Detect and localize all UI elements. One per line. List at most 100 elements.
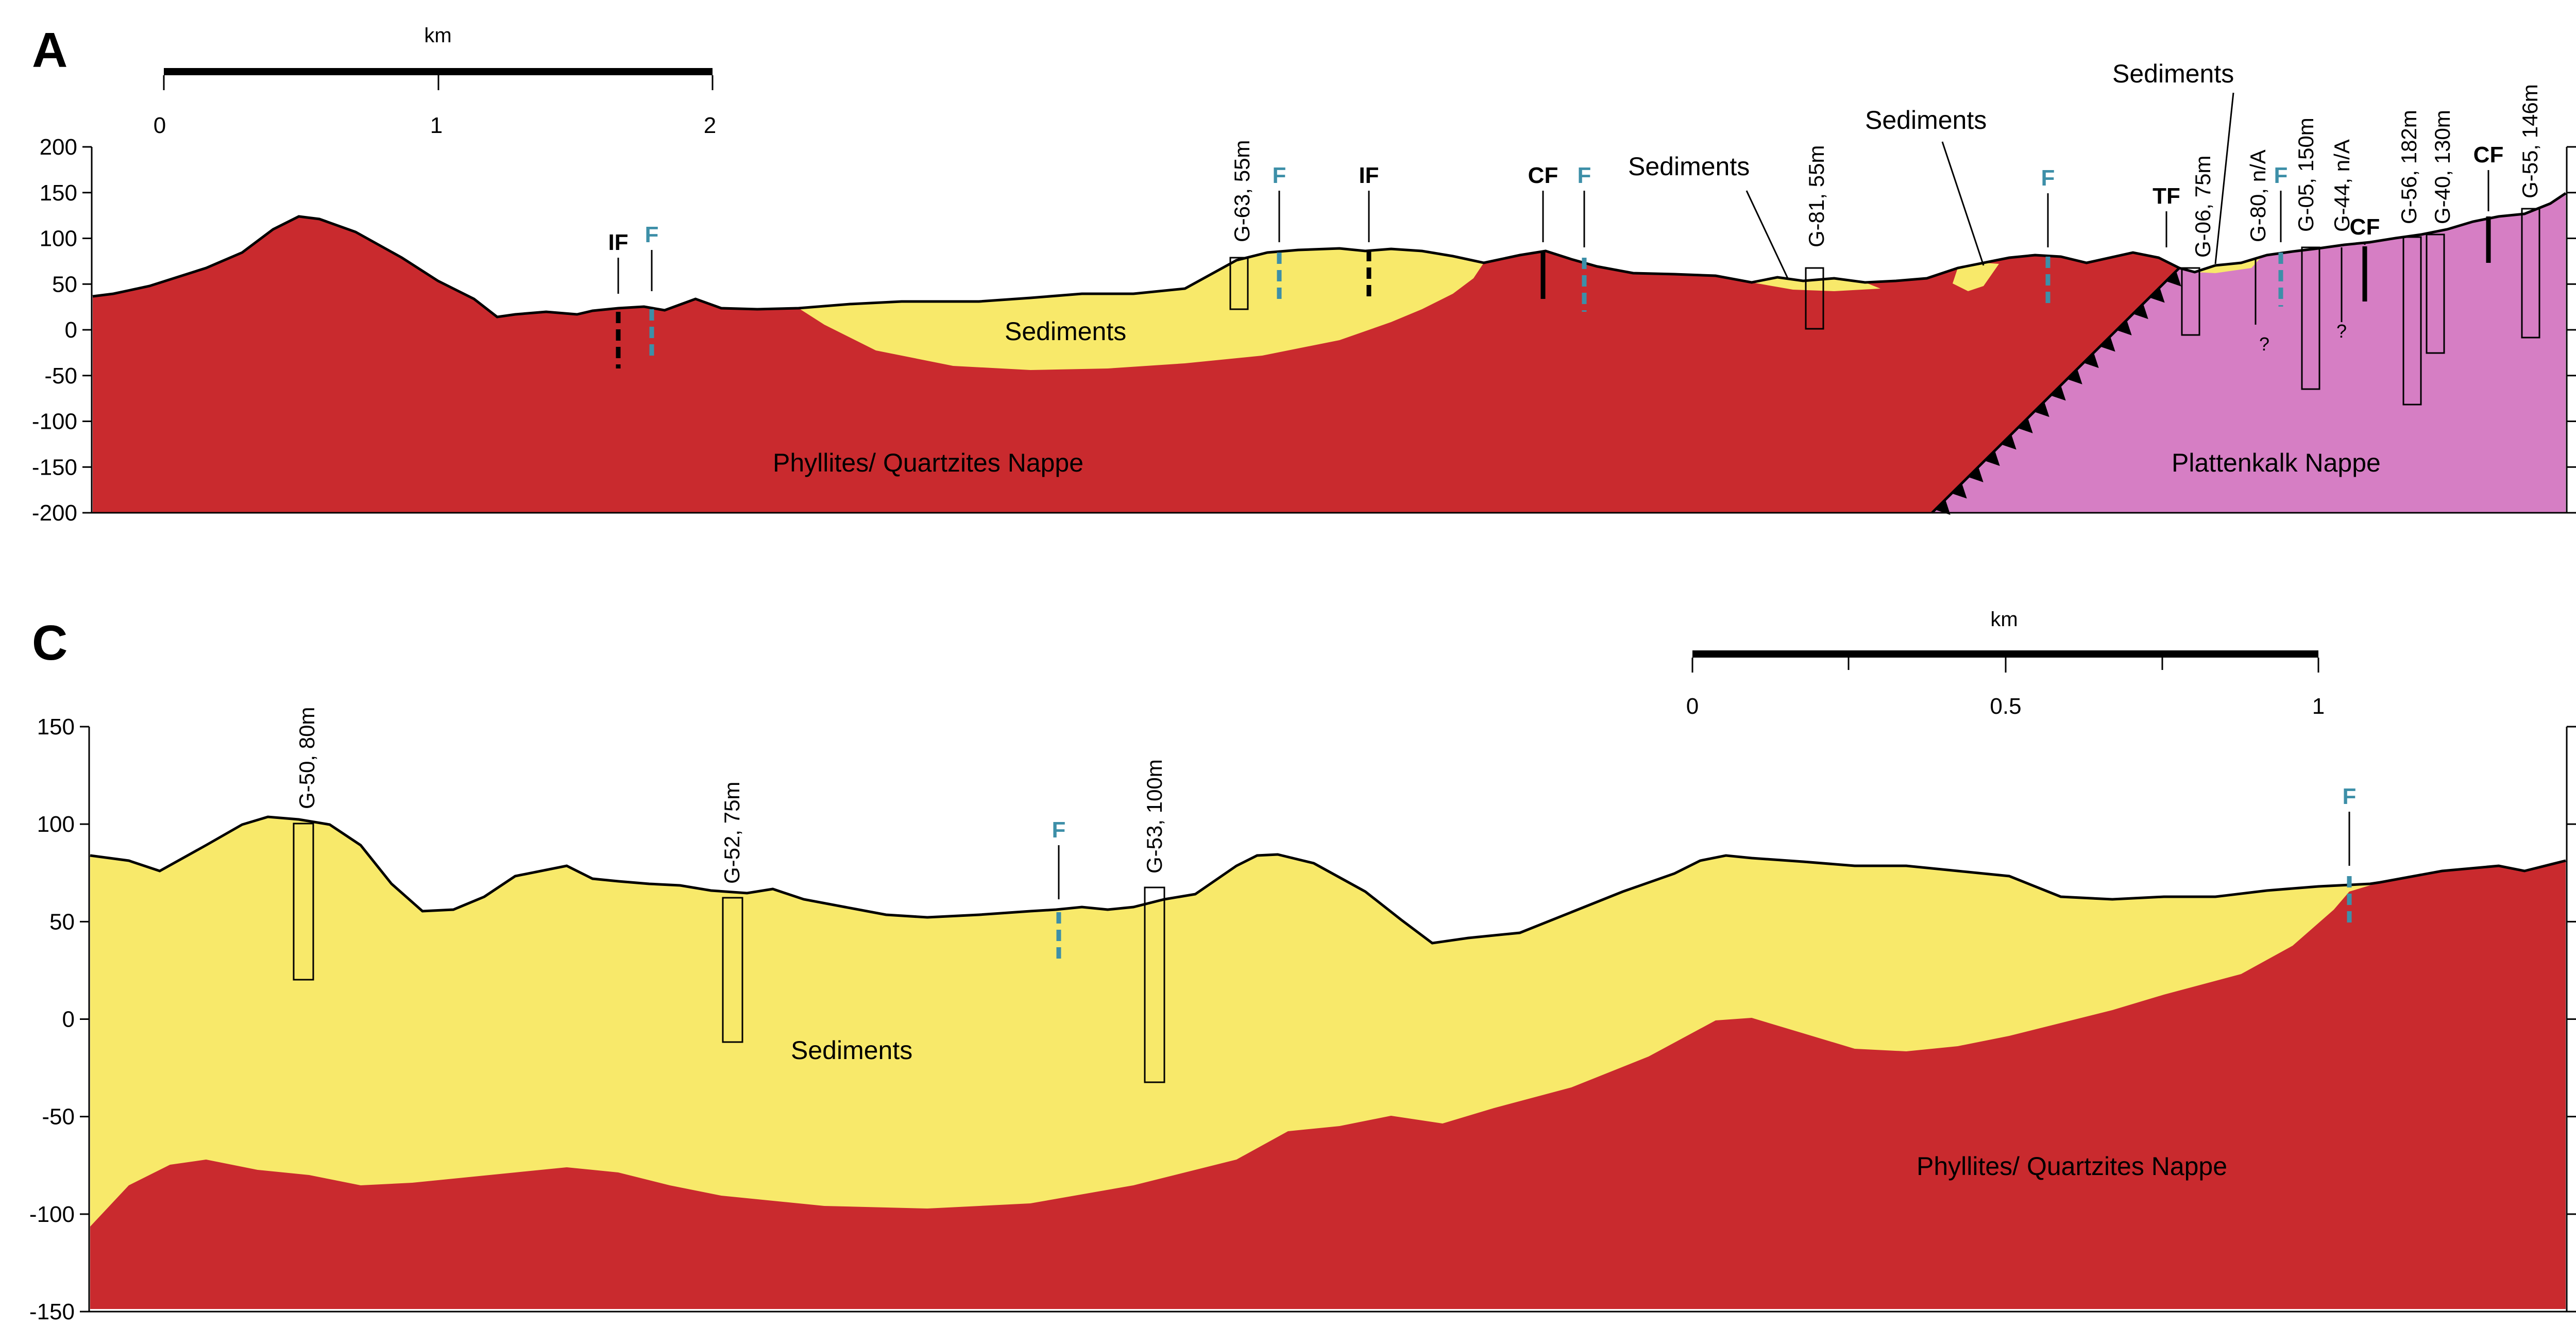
- ab-left-ticks-tick-label: -50: [44, 363, 77, 389]
- thrust-tooth: [1935, 499, 1951, 515]
- svg-text:G-05, 150m: G-05, 150m: [2294, 118, 2318, 232]
- svg-text:G-06, 75m: G-06, 75m: [2191, 156, 2215, 258]
- section-ab-label-sediments-top: Sediments: [2112, 59, 2234, 88]
- ab-left-ticks-tick-label: -200: [32, 500, 77, 526]
- section-ab-scale-tick-0: 0: [154, 113, 166, 138]
- thrust-tooth: [1952, 483, 1967, 499]
- svg-text:CF: CF: [2350, 214, 2380, 240]
- section-ab-question-mark-1: ?: [2259, 333, 2269, 355]
- section-ab-well-g55: G-55, 146m: [2518, 84, 2542, 339]
- section-cd-scale-tick-0: 0: [1686, 694, 1699, 719]
- svg-text:CF: CF: [2473, 142, 2504, 167]
- section-cd-fault-f2: F: [2343, 784, 2357, 928]
- section-ab-well-g06: G-06, 75m: [2181, 156, 2215, 336]
- thrust-tooth: [1985, 450, 2000, 466]
- section-ab-thrust-fault: [1931, 267, 2181, 515]
- section-cd-well-g52: G-52, 75m: [720, 782, 744, 1043]
- thrust-tooth: [2133, 304, 2148, 320]
- section-ab-question-mark-2: ?: [2336, 321, 2347, 342]
- section-ab-fault-f1: F: [645, 222, 659, 361]
- section-cd-scale-tick-1: 0.5: [1990, 694, 2021, 719]
- section-ab-scale-unit: km: [424, 24, 451, 47]
- section-cd-fault-f1: F: [1052, 817, 1066, 964]
- svg-text:G-44, n/A: G-44, n/A: [2330, 139, 2354, 232]
- section-cd-phyllites-quartzites-nappe: [90, 861, 2566, 1309]
- section-ab-well-g80: G-80, n/A: [2246, 149, 2270, 325]
- thrust-tooth: [2083, 353, 2099, 368]
- section-cd-scale-unit: km: [1990, 608, 2018, 631]
- section-ab-well-g40: G-40, 130m: [2426, 110, 2454, 354]
- section-ab-label-sediments-mid: Sediments: [1628, 152, 1750, 181]
- svg-text:IF: IF: [1359, 163, 1379, 188]
- cd-left-ticks-tick-label: -150: [29, 1299, 75, 1324]
- svg-text:G-55, 146m: G-55, 146m: [2518, 84, 2542, 198]
- cd-left-ticks-tick-label: -100: [29, 1202, 75, 1227]
- thrust-tooth: [2018, 417, 2033, 433]
- svg-text:G-63, 55m: G-63, 55m: [1230, 140, 1254, 242]
- cd-left-ticks-tick-label: 100: [37, 812, 75, 837]
- section-ab-sediments-lens-right: [1953, 263, 1999, 291]
- section-cd-well-g50: G-50, 80m: [293, 707, 319, 981]
- svg-text:G-50, 80m: G-50, 80m: [295, 707, 319, 809]
- svg-text:G-56, 182m: G-56, 182m: [2397, 110, 2421, 224]
- section-ab-well-g81: G-81, 55m: [1804, 145, 1828, 330]
- thrust-tooth: [2100, 336, 2115, 352]
- section-cd-scale-bar: km 0 0.5 1: [1686, 608, 2325, 719]
- section-cd-label-phyllites: Phyllites/ Quartzites Nappe: [1917, 1152, 2227, 1181]
- thrust-tooth: [2067, 368, 2082, 384]
- svg-text:F: F: [1578, 163, 1591, 188]
- section-cd-scale-tick-2: 1: [2312, 694, 2325, 719]
- section-ab-well-g63: G-63, 55m: [1229, 140, 1254, 310]
- ab-left-ticks-tick-label: -150: [32, 455, 77, 480]
- section-ab-plattenkalk-nappe: [1932, 193, 2566, 513]
- section-ab-fault-cf3: CF: [2473, 142, 2504, 263]
- section-ab-fault-cf1: CF: [1528, 163, 1558, 299]
- cd-left-ticks-tick-label: 50: [49, 909, 75, 934]
- svg-text:CF: CF: [1528, 163, 1558, 188]
- thrust-tooth: [2001, 434, 2016, 450]
- section-cd-topography-line: [90, 815, 2566, 945]
- section-ab-well-g44: G-44, n/A: [2330, 139, 2354, 322]
- section-ab-label-plattenkalk: Plattenkalk Nappe: [2172, 448, 2381, 477]
- svg-text:G-80, n/A: G-80, n/A: [2246, 149, 2270, 242]
- ab-left-ticks-tick-label: 50: [52, 272, 77, 297]
- svg-text:F: F: [2343, 784, 2357, 809]
- section-ab-label-sediments-main: Sediments: [1005, 317, 1126, 346]
- thrust-tooth: [2050, 385, 2066, 401]
- svg-text:F: F: [1052, 817, 1066, 843]
- thrust-tooth: [2116, 320, 2132, 336]
- svg-text:F: F: [645, 222, 659, 247]
- section-ab-fault-f3: F: [1578, 163, 1591, 312]
- section-ab-fault-if2: IF: [1359, 163, 1379, 301]
- svg-text:TF: TF: [2153, 183, 2180, 209]
- section-ab-label-sediments-right: Sediments: [1865, 106, 1987, 135]
- section-ab-left-letter: A: [32, 23, 67, 78]
- section-ab-fault-f5: F: [2274, 163, 2288, 307]
- section-ab-scale-tick-1: 1: [430, 113, 443, 138]
- section-cd-left-letter: C: [32, 615, 67, 670]
- section-ab-well-g56: G-56, 182m: [2397, 110, 2422, 406]
- section-ab-fault-f4: F: [2041, 165, 2055, 309]
- section-ab-topography-line: [92, 192, 2567, 318]
- thrust-tooth: [2149, 287, 2165, 303]
- section-ab-label-phyllites: Phyllites/ Quartzites Nappe: [773, 448, 1083, 477]
- svg-text:F: F: [2041, 165, 2055, 191]
- svg-text:F: F: [2274, 163, 2288, 188]
- svg-text:G-53, 100m: G-53, 100m: [1142, 759, 1166, 874]
- ab-left-ticks-tick-label: 200: [40, 135, 77, 160]
- section-cd-label-sediments: Sediments: [791, 1036, 912, 1065]
- thrust-tooth: [2034, 401, 2049, 417]
- section-ab-well-g05: G-05, 150m: [2294, 118, 2320, 390]
- section-ab-fault-cf2: CF: [2350, 214, 2380, 301]
- section-ab-scale-bar: km 0 1 2: [154, 24, 716, 138]
- ab-left-ticks-tick-label: 0: [65, 317, 77, 343]
- thrust-tooth: [1968, 466, 1984, 482]
- section-ab-scale-tick-2: 2: [704, 113, 716, 138]
- ab-left-ticks-tick-label: 100: [40, 226, 77, 251]
